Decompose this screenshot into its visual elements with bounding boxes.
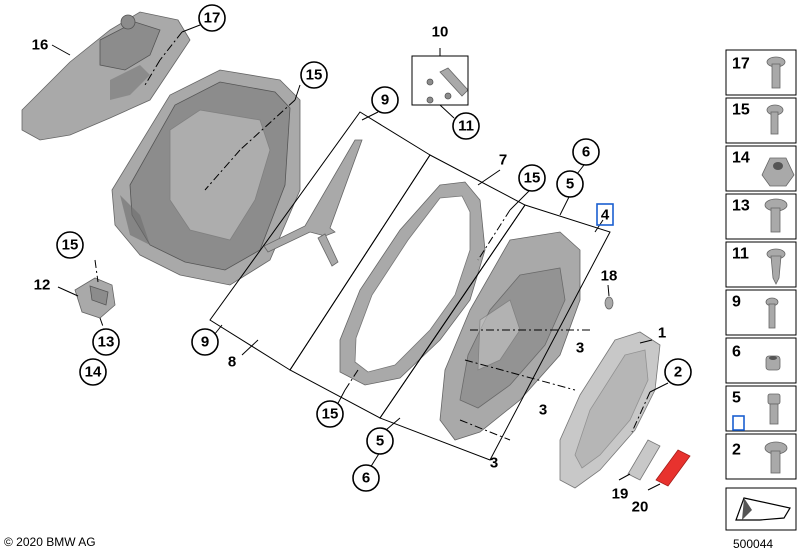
callout-15-mid[interactable]: 15 <box>518 164 546 192</box>
parts-legend: 17 15 14 13 11 <box>725 49 797 531</box>
part-4-lid[interactable] <box>439 231 581 441</box>
part-7-gasket-frame[interactable] <box>339 181 486 386</box>
callout-5-bottom[interactable]: 5 <box>366 427 394 455</box>
legend-row-11[interactable]: 11 <box>725 241 797 288</box>
svg-text:15: 15 <box>306 67 323 84</box>
svg-text:15: 15 <box>322 406 339 423</box>
svg-text:9: 9 <box>732 294 741 311</box>
part-20-strip-highlighted[interactable] <box>655 449 691 487</box>
assembly-frames <box>209 55 611 461</box>
callout-13[interactable]: 13 <box>92 328 120 356</box>
callout-20[interactable]: 20 <box>632 499 649 516</box>
callout-7[interactable]: 7 <box>499 152 507 169</box>
legend-row-9[interactable]: 9 <box>725 289 797 336</box>
callout-4-highlighted[interactable]: 4 <box>596 203 614 226</box>
callout-6-top[interactable]: 6 <box>572 138 600 166</box>
svg-text:6: 6 <box>362 470 370 487</box>
svg-text:15: 15 <box>524 170 541 187</box>
callout-1[interactable]: 1 <box>658 325 666 342</box>
callout-9-top[interactable]: 9 <box>371 86 399 114</box>
part-12-hinge[interactable] <box>74 277 116 319</box>
legend-row-13[interactable]: 13 <box>725 193 797 240</box>
copyright-text: © 2020 BMW AG <box>4 535 96 549</box>
part-case-shell[interactable] <box>111 69 301 286</box>
part-16-lid-trim[interactable] <box>21 11 191 141</box>
legend-row-6[interactable]: 6 <box>725 337 797 384</box>
part-9-brace[interactable] <box>263 139 363 267</box>
callout-3-c[interactable]: 3 <box>490 455 498 472</box>
callout-6-bottom[interactable]: 6 <box>352 464 380 492</box>
diagram-id: 500044 <box>733 537 773 551</box>
callout-8[interactable]: 8 <box>228 354 236 371</box>
callout-3-b[interactable]: 3 <box>539 402 547 419</box>
part-1-cover-panel[interactable] <box>559 331 661 489</box>
callout-15-bottom[interactable]: 15 <box>316 400 344 428</box>
svg-text:15: 15 <box>62 237 79 254</box>
svg-text:2: 2 <box>674 364 682 381</box>
svg-text:6: 6 <box>732 344 741 361</box>
part-18-plug[interactable] <box>604 296 614 310</box>
callout-19[interactable]: 19 <box>612 486 629 503</box>
svg-text:4: 4 <box>601 207 610 224</box>
svg-text:13: 13 <box>732 198 750 215</box>
part-10-bracket[interactable] <box>426 67 469 104</box>
callout-2[interactable]: 2 <box>664 358 692 386</box>
svg-text:13: 13 <box>98 334 115 351</box>
svg-text:17: 17 <box>204 10 221 27</box>
callout-11[interactable]: 11 <box>452 112 480 140</box>
svg-text:14: 14 <box>732 150 750 167</box>
svg-text:5: 5 <box>566 176 574 193</box>
legend-row-17[interactable]: 17 <box>725 49 797 96</box>
callout-18[interactable]: 18 <box>601 268 618 285</box>
legend-row-15[interactable]: 15 <box>725 97 797 144</box>
callout-9-bottom[interactable]: 9 <box>191 328 219 356</box>
callout-5-top[interactable]: 5 <box>556 170 584 198</box>
legend-row-2[interactable]: 2 <box>725 433 797 480</box>
legend-row-14[interactable]: 14 <box>725 145 797 192</box>
callout-16[interactable]: 16 <box>32 37 49 54</box>
legend-row-5[interactable]: 5 <box>725 385 797 432</box>
callout-14[interactable]: 14 <box>79 358 107 386</box>
svg-text:6: 6 <box>582 144 590 161</box>
svg-text:9: 9 <box>381 92 389 109</box>
callout-12[interactable]: 12 <box>34 277 51 294</box>
svg-text:15: 15 <box>732 102 750 119</box>
svg-text:2: 2 <box>732 442 741 459</box>
svg-text:11: 11 <box>458 118 474 135</box>
callout-10[interactable]: 10 <box>432 24 449 41</box>
part-19-strip[interactable] <box>627 439 661 481</box>
callout-15-top[interactable]: 15 <box>300 61 328 89</box>
svg-text:9: 9 <box>201 334 209 351</box>
svg-text:5: 5 <box>732 390 741 407</box>
callout-15-left[interactable]: 15 <box>56 231 84 259</box>
svg-text:11: 11 <box>732 246 749 263</box>
callout-17[interactable]: 17 <box>198 4 226 32</box>
svg-text:14: 14 <box>85 364 102 381</box>
orientation-arrow-icon <box>725 487 797 531</box>
svg-text:5: 5 <box>376 433 384 450</box>
callout-3-a[interactable]: 3 <box>576 340 584 357</box>
svg-text:17: 17 <box>732 56 750 73</box>
